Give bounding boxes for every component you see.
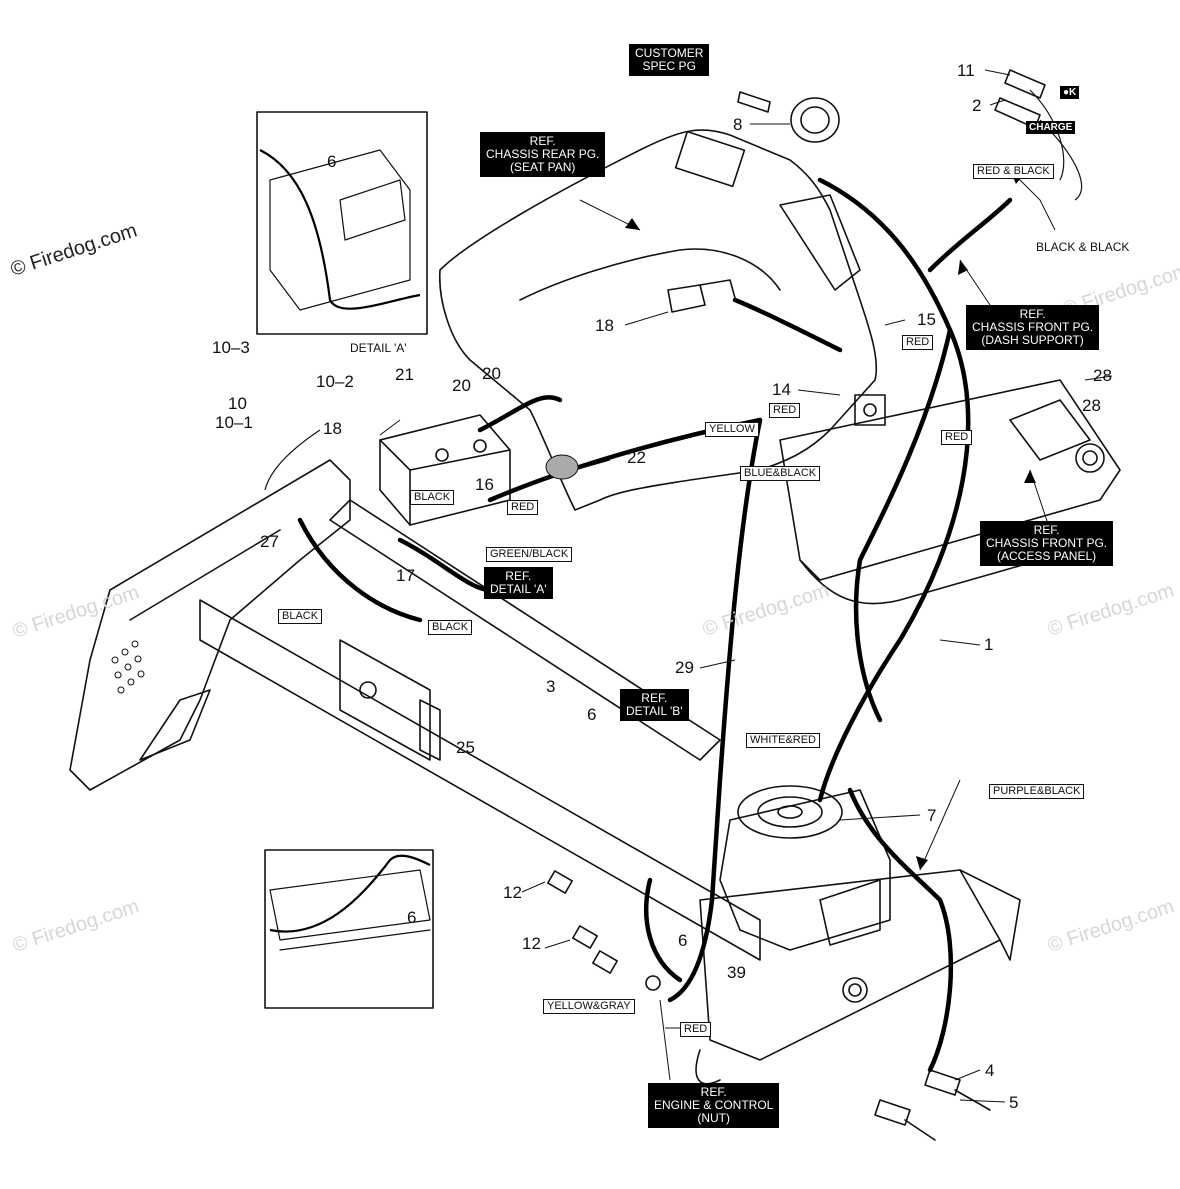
wire-tag: YELLOW&GRAY [543,999,635,1014]
callout-18: 18 [323,419,342,438]
callout-6: 6 [327,152,337,171]
seat-pan [438,129,878,511]
callout-10-3: 10–3 [212,338,250,357]
callout-15: 15 [917,310,936,329]
callout-28: 28 [1093,366,1112,385]
callout-27: 27 [260,532,279,551]
callout-5: 5 [1009,1093,1019,1112]
ref-detail-b: REF. DETAIL 'B' [620,689,689,721]
callout-28: 28 [1082,396,1101,415]
callout-14: 14 [772,380,791,399]
callout-7: 7 [927,806,937,825]
callout-21: 21 [395,365,414,384]
callout-11: 11 [957,61,975,80]
callout-4: 4 [985,1061,995,1080]
wire-tag: BLACK [428,620,473,635]
callout-6: 6 [407,908,417,927]
callout-29: 29 [675,658,694,677]
ref-engine-control: REF. ENGINE & CONTROL (NUT) [648,1083,780,1128]
rear-frame-plate [69,459,351,791]
caption-black-black: BLACK & BLACK [1036,240,1130,254]
wire-tag: WHITE&RED [746,733,820,748]
wire-tag: RED [769,403,801,418]
ok-indicator-label: ●K [1060,86,1080,99]
ref-chassis-rear: REF. CHASSIS REAR PG. (SEAT PAN) [480,132,606,177]
ref-customer-spec: CUSTOMER SPEC PG [629,44,710,76]
battery-cable [477,395,563,433]
callout-39: 39 [727,963,746,982]
callout-18: 18 [595,316,614,335]
callout-10-1: 10–1 [215,413,253,432]
wire-tag: RED [941,430,973,445]
detail-b-inset [264,849,434,1009]
wire-tag: RED [507,500,539,515]
caption-detail-a: DETAIL 'A' [350,341,407,355]
left-side-rail [199,599,761,961]
callout-20: 20 [452,376,471,395]
callout-2: 2 [972,96,982,115]
vent-holes [111,640,145,694]
callout-12: 12 [503,883,522,902]
engine-block [719,789,891,951]
wire-tag: PURPLE&BLACK [989,784,1085,799]
callout-10: 10 [228,394,247,413]
charge-indicator-label: CHARGE [1026,121,1076,134]
main-harness-wire [667,417,763,1003]
wire-tag: GREEN/BLACK [486,547,573,562]
wire-tag: BLUE&BLACK [740,466,821,481]
battery [379,414,511,526]
connector-22 [545,454,579,480]
callout-20: 20 [482,364,501,383]
callout-6: 6 [587,705,597,724]
callout-17: 17 [396,566,415,585]
callout-1: 1 [984,635,994,654]
callout-22: 22 [627,448,646,467]
callout-12: 12 [522,934,541,953]
wire-tag: BLACK [278,609,323,624]
ref-chassis-front-dash: REF. CHASSIS FRONT PG. (DASH SUPPORT) [966,305,1100,350]
detail-a-inset [256,111,428,335]
wire-tag: YELLOW [705,422,759,437]
callout-6: 6 [678,931,688,950]
callout-8: 8 [733,115,743,134]
wire-tag: RED [680,1022,712,1037]
ref-chassis-front-access: REF. CHASSIS FRONT PG. (ACCESS PANEL) [980,521,1114,566]
wire-tag: RED & BLACK [973,164,1054,179]
ref-detail-a: REF. DETAIL 'A' [484,567,553,599]
wire-tag: BLACK [410,490,455,505]
callout-3: 3 [546,677,556,696]
main-harness-wire-2 [817,177,971,803]
callout-10-2: 10–2 [316,372,354,391]
right-side-rail [329,499,721,761]
wire-tag: RED [902,335,934,350]
callout-25: 25 [456,738,475,757]
callout-16: 16 [475,475,494,494]
